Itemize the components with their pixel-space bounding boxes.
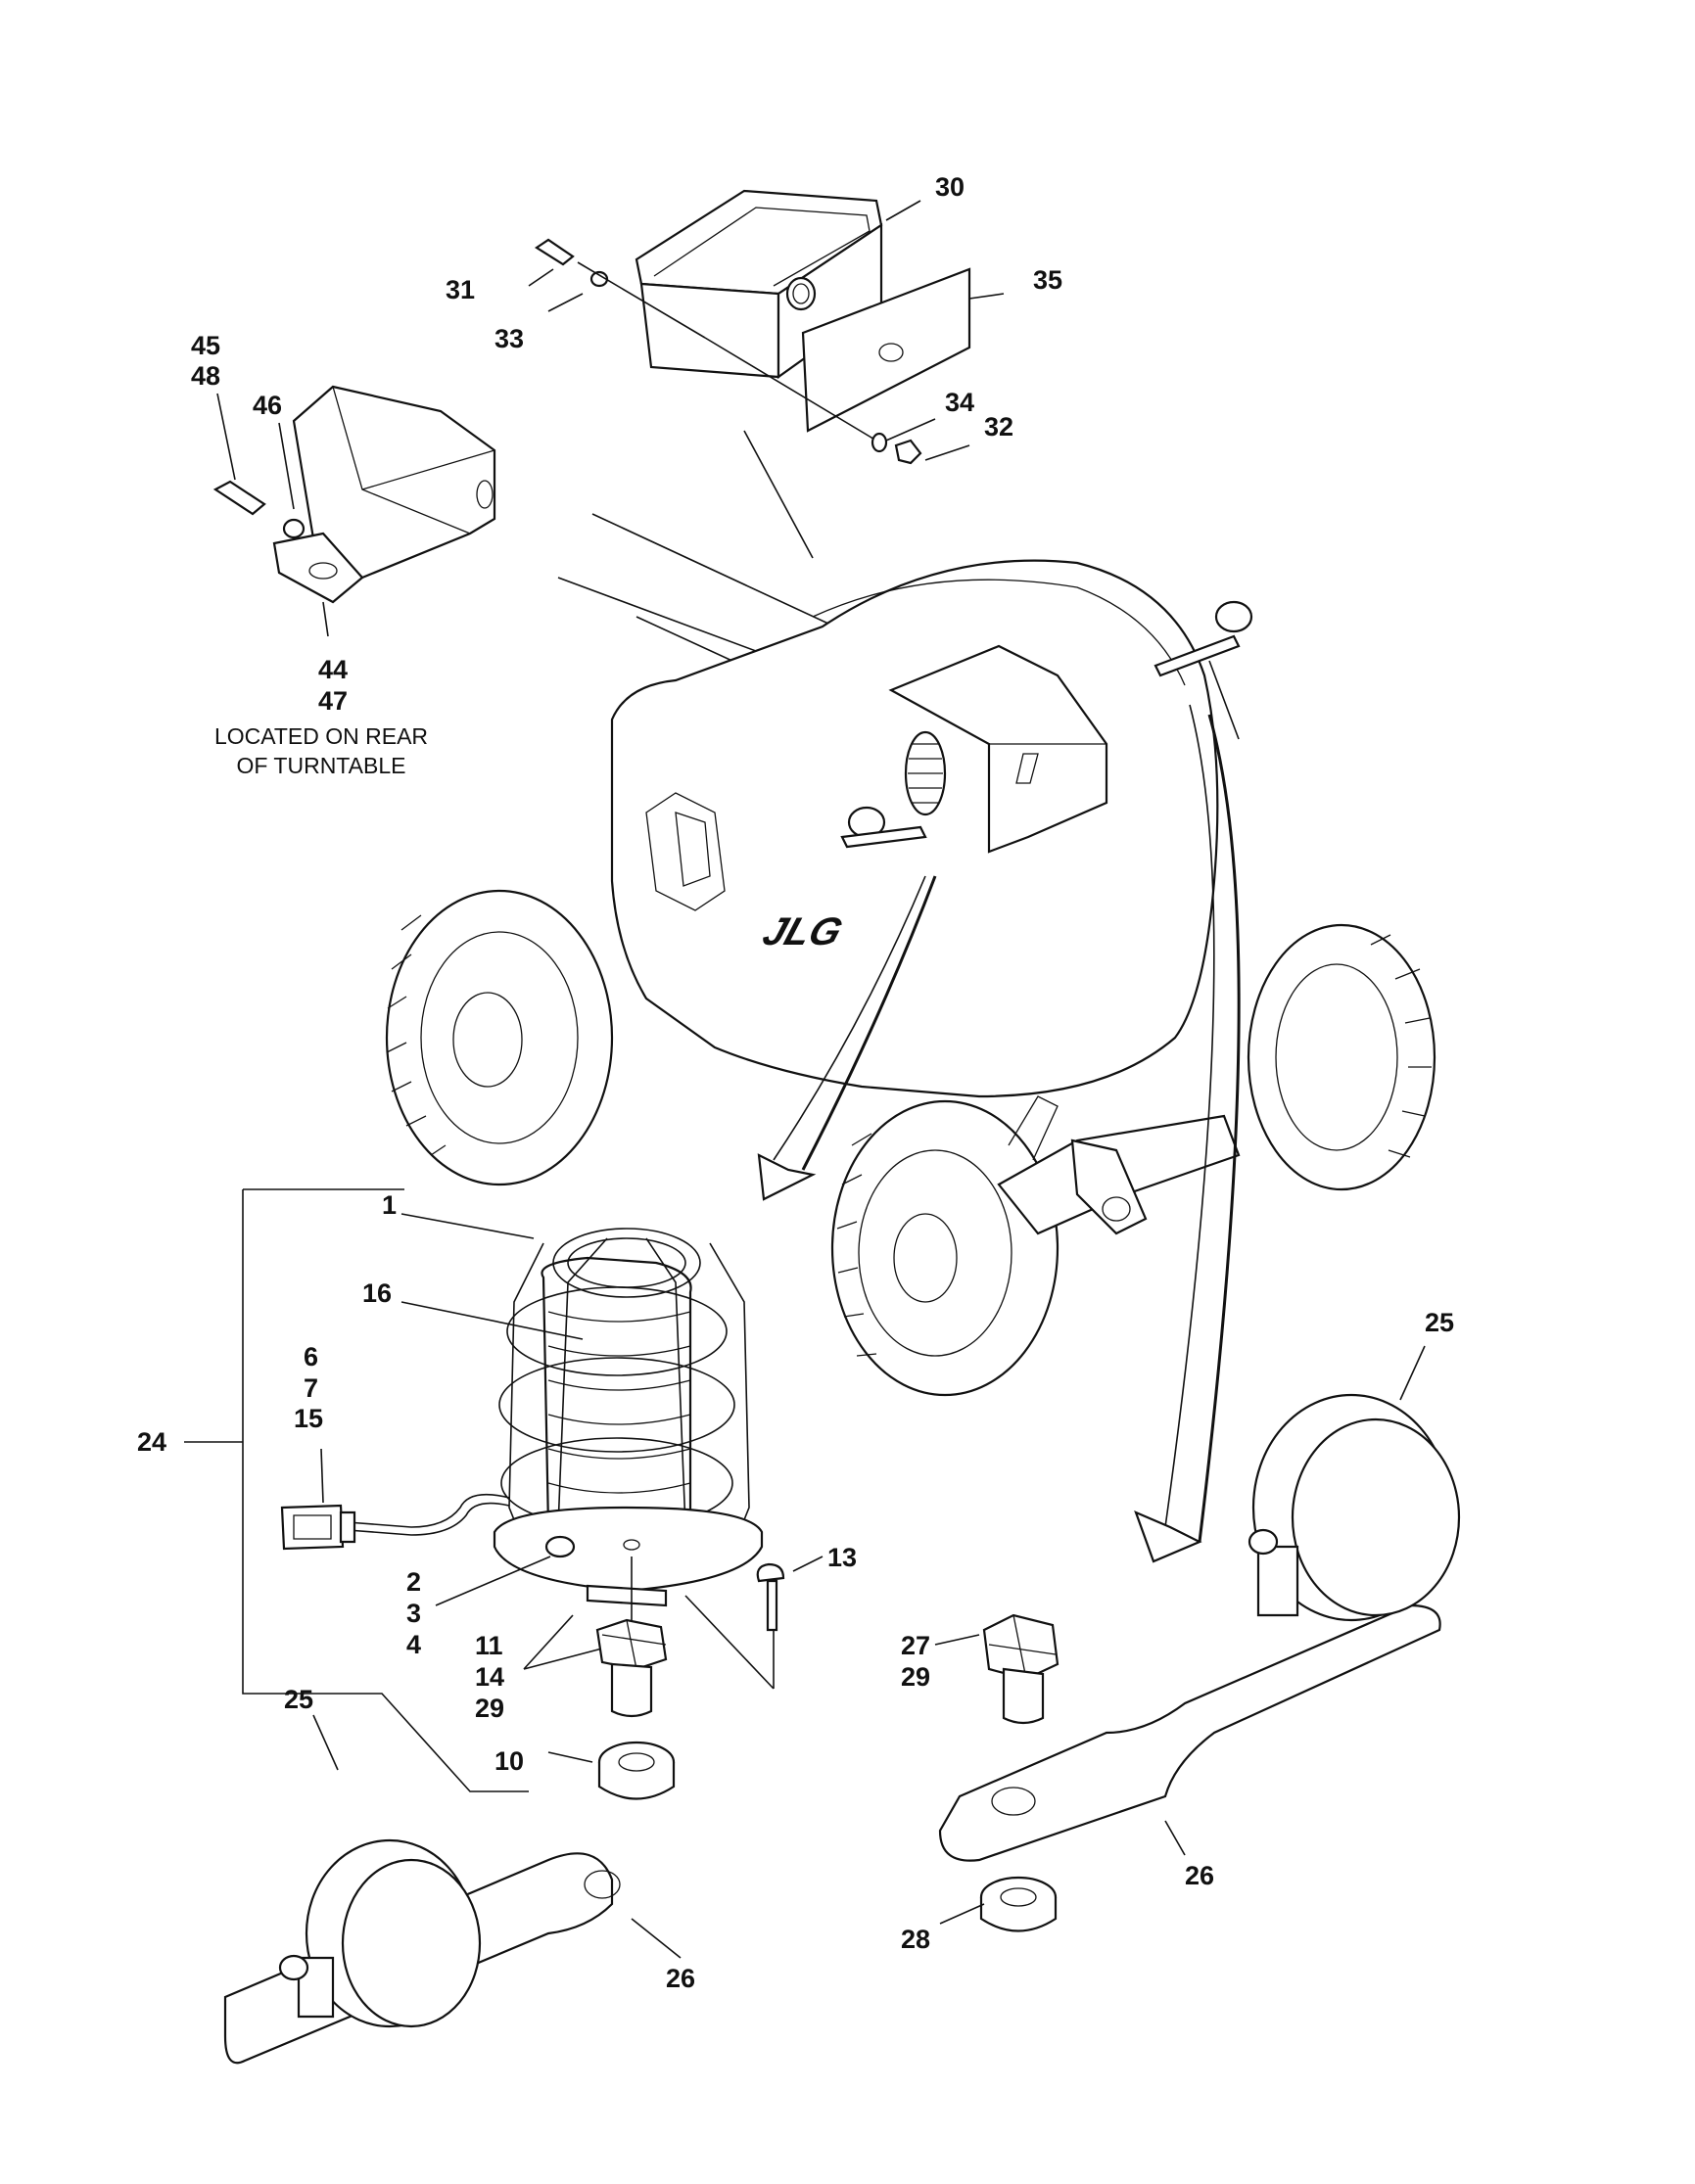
location-arrow-left (757, 875, 937, 1201)
callout-32: 32 (984, 412, 1013, 441)
aerial-lift-machine: JLG (385, 430, 1436, 1397)
callout-7: 7 (304, 1373, 318, 1403)
callout-33: 33 (494, 324, 524, 353)
location-arrow-right (1134, 704, 1241, 1563)
callout-35: 35 (1033, 265, 1062, 295)
callout-1: 1 (382, 1190, 397, 1220)
hex-bolt-right (982, 1613, 1059, 1725)
mount-bracket-right (938, 1393, 1461, 1862)
callout-15: 15 (294, 1404, 323, 1433)
callout-2: 2 (406, 1567, 421, 1597)
callout-44: 44 (318, 655, 348, 684)
horn-assembly (534, 189, 971, 465)
callout-27: 27 (901, 1631, 930, 1660)
tire-rear-left (385, 889, 614, 1186)
callout-47: 47 (318, 686, 348, 716)
callout-29-left: 29 (475, 1694, 504, 1723)
callout-30: 30 (935, 172, 965, 202)
beacon-light (280, 1228, 764, 1607)
callout-14: 14 (475, 1662, 504, 1692)
spacer-right (979, 1876, 1058, 1932)
callout-29-right: 29 (901, 1662, 930, 1692)
callout-25-left: 25 (284, 1685, 313, 1714)
callout-13: 13 (827, 1543, 857, 1572)
callout-34: 34 (945, 388, 974, 417)
callout-26-left: 26 (666, 1964, 695, 1993)
spacer-left (597, 1741, 676, 1800)
jlg-logo: JLG (758, 909, 848, 953)
callout-46: 46 (253, 391, 282, 420)
callout-3: 3 (406, 1599, 421, 1628)
callout-26-right: 26 (1185, 1861, 1214, 1890)
callout-25-right: 25 (1425, 1308, 1454, 1337)
note-line-2: OF TURNTABLE (237, 753, 406, 778)
callout-16: 16 (362, 1278, 392, 1308)
callout-4: 4 (406, 1630, 421, 1659)
callout-31: 31 (446, 275, 475, 304)
callout-28: 28 (901, 1925, 930, 1954)
callout-45: 45 (191, 331, 220, 360)
callout-24: 24 (137, 1427, 166, 1457)
callout-11: 11 (475, 1631, 503, 1660)
callout-10: 10 (494, 1746, 524, 1776)
note-line-1: LOCATED ON REAR (214, 723, 428, 749)
callout-6: 6 (304, 1342, 318, 1371)
callout-48: 48 (191, 361, 220, 391)
hex-bolt-left (595, 1618, 668, 1718)
mount-bracket-left (223, 1838, 621, 2065)
backup-alarm (212, 385, 496, 604)
tire-rear-right (1247, 923, 1436, 1191)
tire-front (830, 1099, 1059, 1397)
